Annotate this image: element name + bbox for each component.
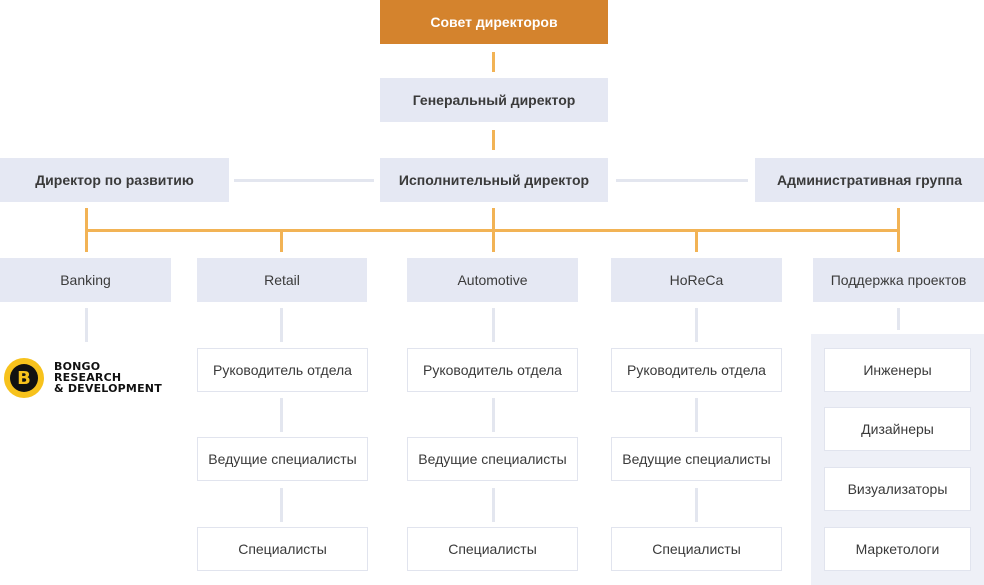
retail-role-leads: Ведущие специалисты — [197, 437, 368, 481]
automotive-role-leads: Ведущие специалисты — [407, 437, 578, 481]
connector-retail-roles — [280, 488, 283, 522]
connector-horeca-roles — [695, 308, 698, 342]
bongo-logo-mark: B — [4, 358, 44, 398]
department-support: Поддержка проектов — [813, 258, 984, 302]
bongo-logo: B BONGO RESEARCH & DEVELOPMENT — [4, 356, 174, 400]
horeca-role-specialists: Специалисты — [611, 527, 782, 571]
horeca-role-leads: Ведущие специалисты — [611, 437, 782, 481]
general-director-box: Генеральный директор — [380, 78, 608, 122]
support-role-engineers: Инженеры — [824, 348, 971, 392]
connector-board-general — [492, 52, 495, 72]
horeca-role-head: Руководитель отдела — [611, 348, 782, 392]
connector-development-bus — [85, 208, 88, 230]
automotive-role-specialists: Специалисты — [407, 527, 578, 571]
connector-executive-bus — [492, 208, 495, 230]
board-of-directors-box: Совет директоров — [380, 0, 608, 44]
connector-bus-support — [897, 230, 900, 252]
department-horeca: HoReCa — [611, 258, 782, 302]
connector-bus-banking — [85, 230, 88, 252]
admin-group-box: Административная группа — [755, 158, 984, 202]
executive-director-box: Исполнительный директор — [380, 158, 608, 202]
connector-automotive-roles — [492, 488, 495, 522]
connector-retail-roles — [280, 308, 283, 342]
connector-admin-bus — [897, 208, 900, 230]
connector-bus-automotive — [492, 230, 495, 252]
department-banking: Banking — [0, 258, 171, 302]
department-automotive: Automotive — [407, 258, 578, 302]
connector-horeca-roles — [695, 398, 698, 432]
connector-executive-admin — [616, 179, 748, 182]
connector-support-panel — [897, 308, 900, 330]
retail-role-head: Руководитель отдела — [197, 348, 368, 392]
support-role-designers: Дизайнеры — [824, 407, 971, 451]
connector-bus-horeca — [695, 230, 698, 252]
department-retail: Retail — [197, 258, 367, 302]
development-director-box: Директор по развитию — [0, 158, 229, 202]
support-role-marketers: Маркетологи — [824, 527, 971, 571]
connector-automotive-roles — [492, 398, 495, 432]
connector-development-executive — [234, 179, 374, 182]
connector-horeca-roles — [695, 488, 698, 522]
bongo-logo-text: BONGO RESEARCH & DEVELOPMENT — [54, 360, 162, 395]
connector-bus-retail — [280, 230, 283, 252]
connector-general-executive — [492, 130, 495, 150]
automotive-role-head: Руководитель отдела — [407, 348, 578, 392]
support-role-visualizers: Визуализаторы — [824, 467, 971, 511]
connector-banking-logo — [85, 308, 88, 342]
connector-automotive-roles — [492, 308, 495, 342]
retail-role-specialists: Специалисты — [197, 527, 368, 571]
connector-retail-roles — [280, 398, 283, 432]
